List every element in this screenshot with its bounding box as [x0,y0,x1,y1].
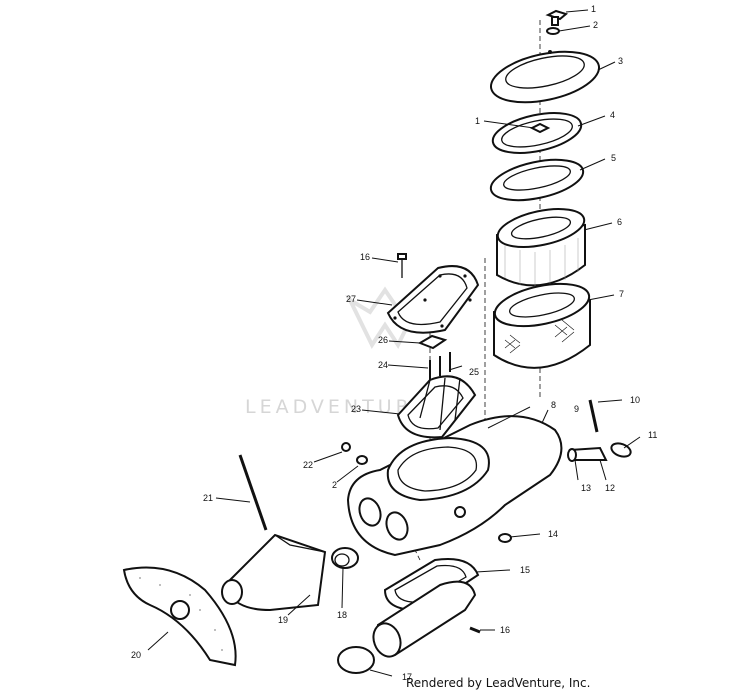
callout-12: 12 [605,483,615,493]
callout-6: 6 [617,217,622,227]
part-heat-shield [122,566,237,667]
part-filter-mesh [493,282,591,369]
callout-2-left: 2 [332,480,337,490]
part-lower-gasket [383,558,480,612]
part-wing-nut-top [545,9,569,26]
watermark-text: LEADVENTURE [245,396,429,418]
part-studs [429,352,451,380]
callout-22: 22 [303,460,313,470]
part-screw-bottom [469,626,481,634]
callout-labels: 1 2 3 1 4 5 6 7 16 27 26 24 25 23 8 9 10… [131,4,657,682]
callout-10: 10 [630,395,640,405]
part-gasket-plate [386,265,480,334]
leader-lines [147,9,641,677]
callout-9: 9 [574,404,579,414]
part-air-box-cover [489,50,601,104]
part-grommet [331,547,359,569]
callout-25: 25 [469,367,479,377]
callout-1-top: 1 [591,4,596,14]
callout-19: 19 [278,615,288,625]
part-filter-element [496,208,586,288]
callout-5: 5 [611,153,616,163]
callout-3: 3 [618,56,623,66]
part-screw-22 [341,442,368,465]
callout-2-top: 2 [593,20,598,30]
callout-13: 13 [581,483,591,493]
callout-1-mid: 1 [475,116,480,126]
part-breather-hose [567,446,608,462]
callout-21: 21 [203,493,213,503]
part-air-box [346,415,563,557]
part-frame [396,375,477,439]
callout-8: 8 [551,400,556,410]
part-bolt-10 [588,399,599,433]
callout-11: 11 [648,430,657,440]
callout-7: 7 [619,289,624,299]
callout-14: 14 [548,529,558,539]
part-lower-tube [372,580,477,658]
part-seal-ring [491,112,583,154]
part-cap [610,442,632,458]
callout-23: 23 [351,404,361,414]
callout-16-bottom: 16 [500,625,510,635]
part-clamp [337,646,375,674]
part-long-bolt [238,454,268,531]
callout-26: 26 [378,335,388,345]
part-small-plate [417,334,448,350]
callout-24: 24 [378,360,388,370]
part-intake-duct [221,533,327,612]
callout-16-top: 16 [360,252,370,262]
callout-18: 18 [337,610,347,620]
render-credit: Rendered by LeadVenture, Inc. [406,676,591,690]
callout-4: 4 [610,110,615,120]
callout-27: 27 [346,294,356,304]
part-washer [546,27,560,35]
callout-20: 20 [131,650,141,660]
callout-17: 17 [402,672,412,682]
part-pre-filter [489,158,585,202]
part-nut-14 [498,533,512,543]
part-screw-top [397,253,407,278]
callout-15: 15 [520,565,530,575]
